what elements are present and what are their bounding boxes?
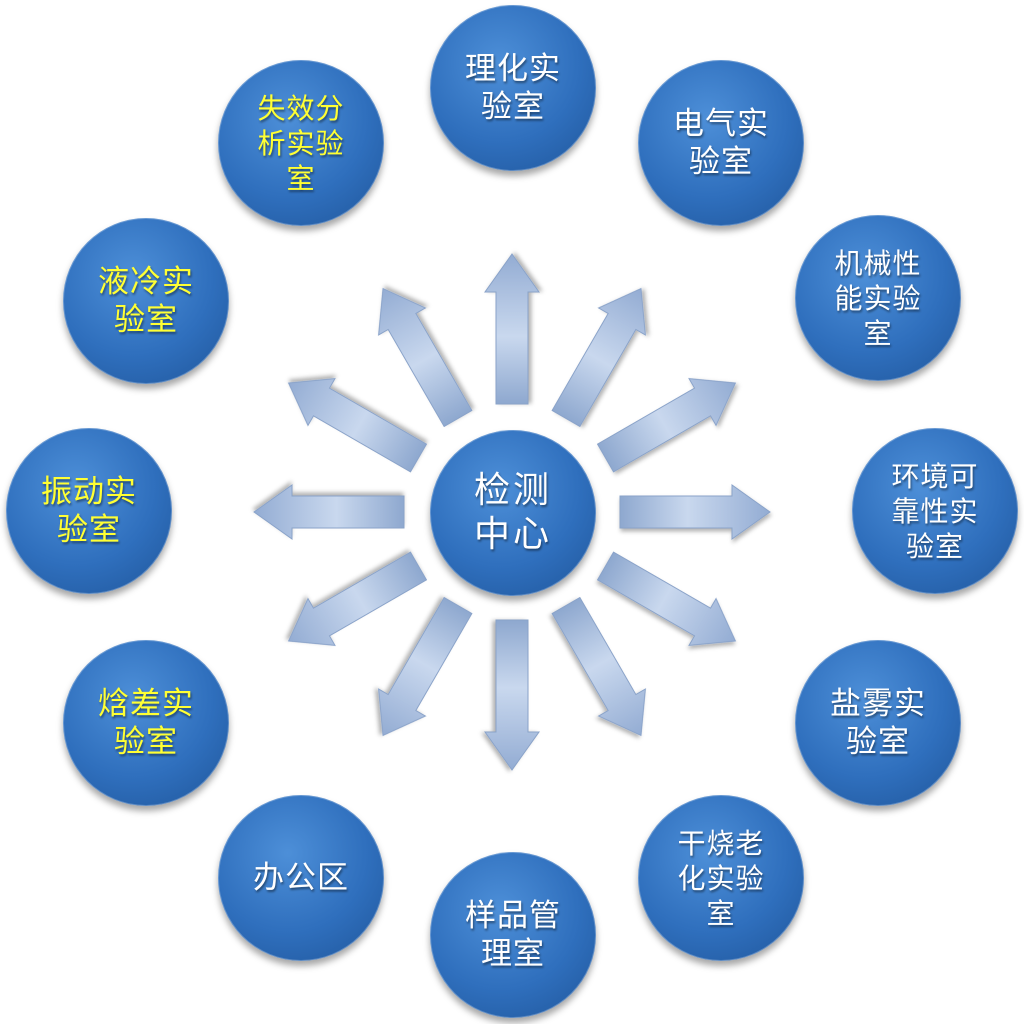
arrow-shape xyxy=(596,551,737,646)
arrow-down-left-2 xyxy=(287,551,428,646)
node-yanwu-lab[interactable]: 盐雾实 验室 xyxy=(795,640,961,806)
arrow-shape xyxy=(378,287,473,428)
node-huanjing-lab[interactable]: 环境可 靠性实 验室 xyxy=(852,428,1018,594)
node-ganshao-lab[interactable]: 干烧老 化实验 室 xyxy=(638,795,804,961)
arrow-up-right-1 xyxy=(551,287,646,428)
arrow-right xyxy=(619,484,771,540)
node-label: 机械性 能实验 室 xyxy=(834,246,922,350)
node-label: 办公区 xyxy=(253,860,349,896)
center-label: 检测 中心 xyxy=(473,470,552,555)
node-label: 理化实 验室 xyxy=(465,51,561,125)
arrow-shape xyxy=(484,253,540,405)
node-label: 失效分 析实验 室 xyxy=(257,91,345,195)
arrow-up xyxy=(484,253,540,405)
node-shixiao-lab[interactable]: 失效分 析实验 室 xyxy=(218,60,384,226)
arrow-shape xyxy=(551,596,646,737)
node-label: 干烧老 化实验 室 xyxy=(677,826,765,930)
arrow-shape xyxy=(287,551,428,646)
node-jixie-lab[interactable]: 机械性 能实验 室 xyxy=(795,215,961,381)
node-label: 焓差实 验室 xyxy=(98,686,194,760)
node-label: 样品管 理室 xyxy=(465,898,561,972)
arrow-shape xyxy=(551,287,646,428)
arrow-shape xyxy=(287,378,428,473)
node-label: 盐雾实 验室 xyxy=(830,686,926,760)
arrow-down-right-2 xyxy=(551,596,646,737)
center-node[interactable]: 检测 中心 xyxy=(430,430,596,596)
arrow-shape xyxy=(484,619,540,771)
arrow-shape xyxy=(596,378,737,473)
node-zhendong-lab[interactable]: 振动实 验室 xyxy=(6,428,172,594)
node-yeleng-lab[interactable]: 液冷实 验室 xyxy=(63,218,229,384)
node-label: 液冷实 验室 xyxy=(98,264,194,338)
arrow-shape xyxy=(378,596,473,737)
arrow-down xyxy=(484,619,540,771)
arrow-shape xyxy=(253,484,405,540)
arrow-down-left-1 xyxy=(378,596,473,737)
node-label: 环境可 靠性实 验室 xyxy=(891,459,979,563)
arrow-shape xyxy=(619,484,771,540)
node-hancha-lab[interactable]: 焓差实 验室 xyxy=(63,640,229,806)
node-label: 电气实 验室 xyxy=(673,106,769,180)
arrow-up-left-1 xyxy=(287,378,428,473)
arrow-up-right-2 xyxy=(596,378,737,473)
arrow-left xyxy=(253,484,405,540)
node-bangong-area[interactable]: 办公区 xyxy=(218,795,384,961)
arrow-down-right-1 xyxy=(596,551,737,646)
arrow-up-left-2 xyxy=(378,287,473,428)
node-label: 振动实 验室 xyxy=(41,474,137,548)
node-lihua-lab[interactable]: 理化实 验室 xyxy=(430,5,596,171)
node-dianqi-lab[interactable]: 电气实 验室 xyxy=(638,60,804,226)
node-yangpin-room[interactable]: 样品管 理室 xyxy=(430,852,596,1018)
